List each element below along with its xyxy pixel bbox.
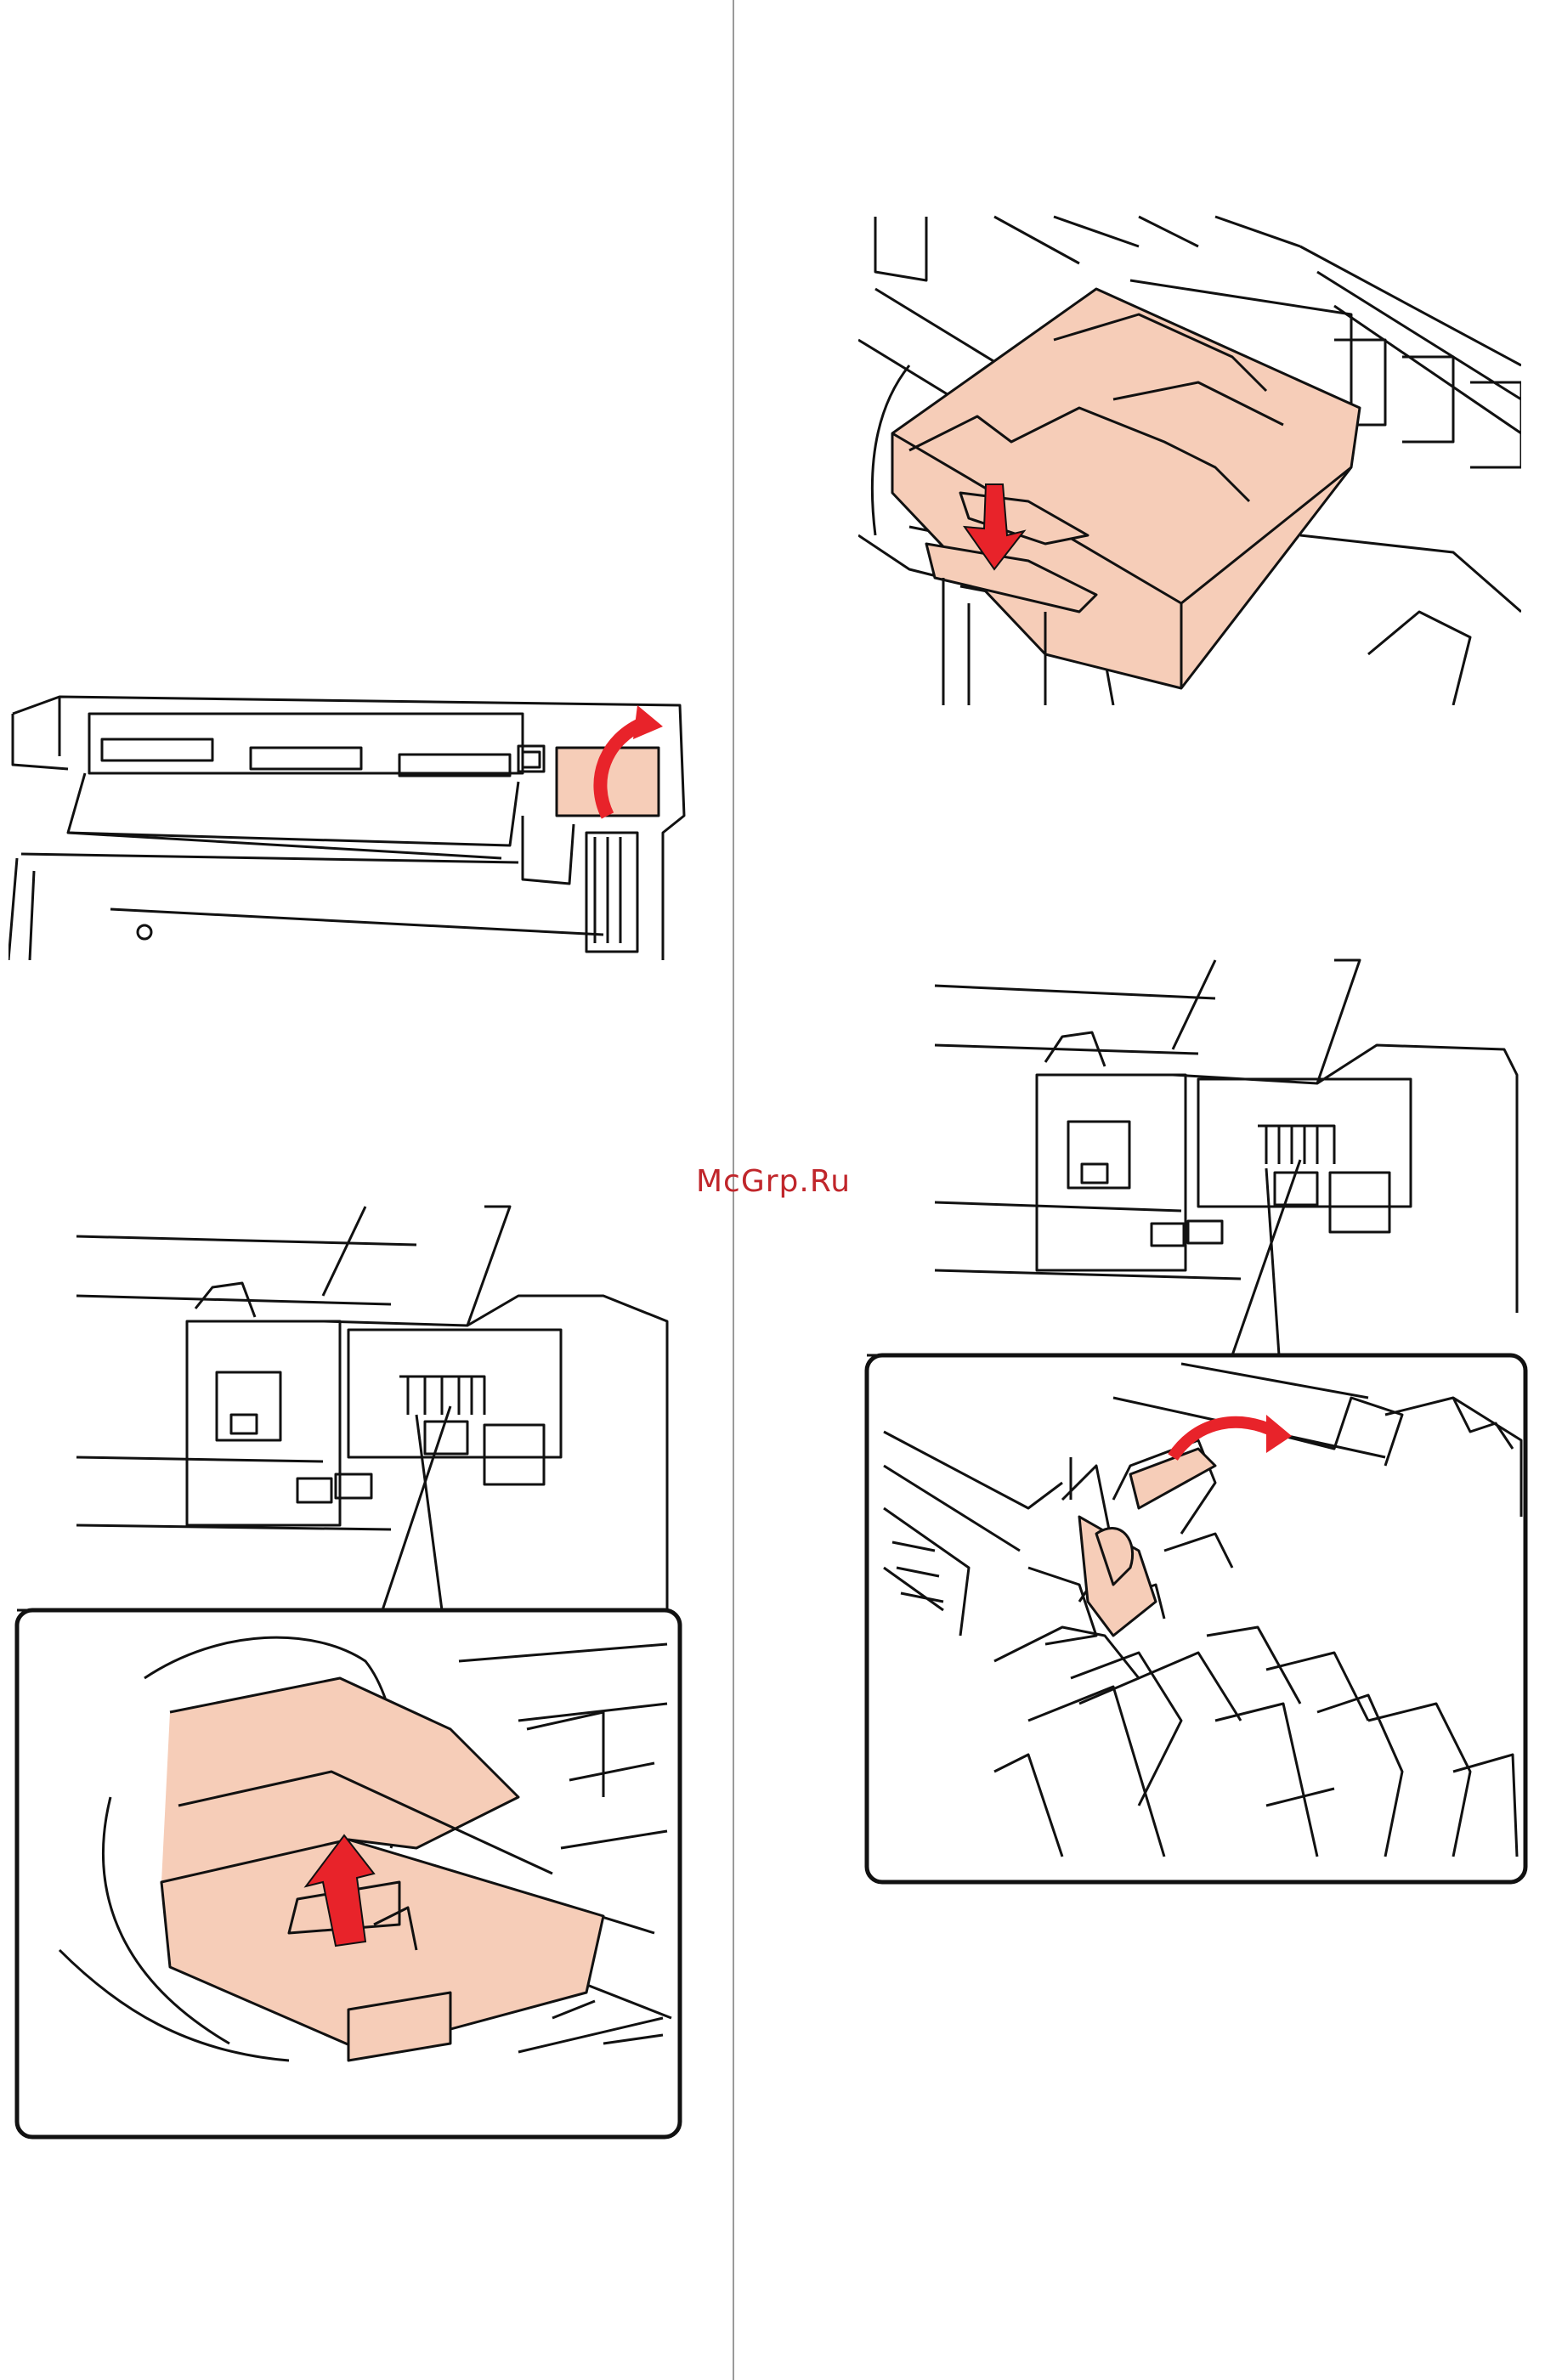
- watermark: McGrp.Ru: [688, 1164, 858, 1199]
- rotate-arrow-icon: [858, 956, 1530, 1891]
- figure-rotate-wiper: [858, 956, 1530, 1891]
- figure-printer-overview: [8, 688, 688, 960]
- figure-insert-flushing-pad: [858, 212, 1521, 705]
- push-down-arrow-icon: [858, 212, 1521, 705]
- open-cover-arrow-icon: [8, 688, 688, 960]
- lift-up-arrow-icon: [8, 1202, 688, 2141]
- figure-remove-wiper-unit: [8, 1202, 688, 2141]
